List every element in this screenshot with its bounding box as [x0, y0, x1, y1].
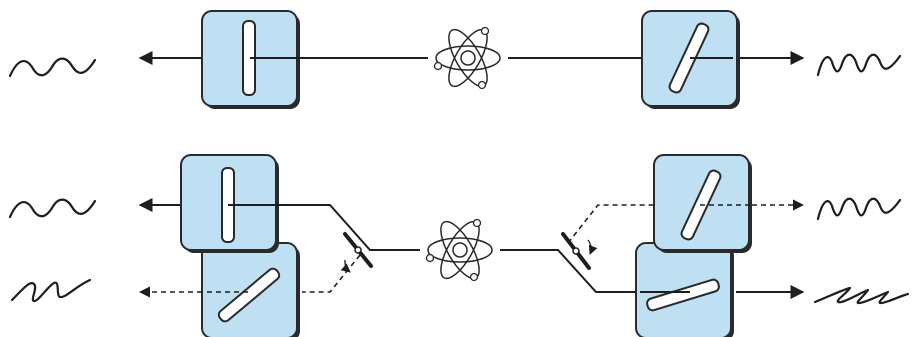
polarizer-bottom-right-upper	[653, 154, 752, 253]
bottom-row	[8, 154, 910, 337]
wave-icon	[813, 286, 910, 305]
dashed-beam-left	[302, 254, 361, 293]
polarizer-bottom-right-lower	[635, 242, 734, 337]
wave-icon	[8, 57, 97, 78]
atom-icon	[425, 215, 493, 285]
top-row	[8, 10, 902, 109]
mirror-icon	[561, 232, 591, 270]
polarizer-top-right	[641, 10, 740, 109]
wave-icon	[816, 53, 902, 77]
wave-icon	[8, 198, 97, 219]
beam-bottom-right-inner	[500, 249, 640, 293]
wave-icon	[816, 197, 902, 221]
rotation-arrow-icon	[587, 239, 598, 255]
atom-icon	[433, 23, 501, 93]
polarizer-bottom-left-lower	[201, 242, 300, 337]
mirror-icon	[343, 232, 373, 268]
dashed-beam-right	[567, 204, 680, 244]
wave-icon	[10, 278, 92, 303]
rotation-arrow-icon	[340, 259, 351, 273]
beam-bottom-left-inner	[228, 204, 420, 251]
polarizer-top-left	[201, 10, 300, 109]
